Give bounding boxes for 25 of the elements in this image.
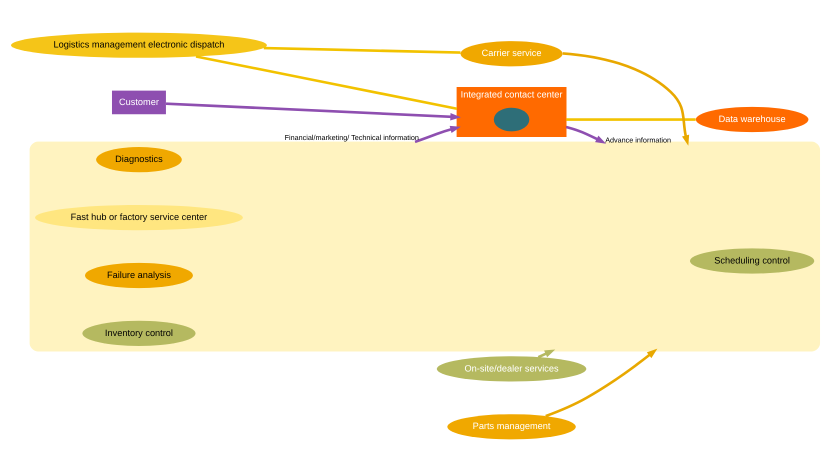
node-ellipse: Inventory control	[82, 320, 196, 346]
node-ellipse: Carrier service	[460, 40, 563, 66]
connector	[196, 54, 458, 110]
arrow	[545, 348, 658, 417]
arrow	[562, 52, 690, 146]
node-box: Customer	[112, 90, 166, 114]
node-ellipse: On-site/dealer services	[436, 356, 586, 382]
cluster	[30, 141, 820, 351]
arrow	[414, 125, 461, 143]
connector	[264, 46, 460, 54]
node-ellipse: Data warehouse	[696, 106, 808, 132]
connector	[566, 118, 696, 120]
edge-label: Advance information	[605, 134, 672, 144]
node-ellipse	[494, 107, 530, 131]
node-ellipse: Fast hub or factory service center	[35, 204, 243, 230]
cluster: Integrated contact center	[456, 86, 566, 136]
node-ellipse: Logistics management electronic dispatch	[11, 32, 267, 58]
node-ellipse: Scheduling control	[690, 248, 814, 274]
arrow	[566, 125, 606, 144]
node-ellipse: Failure analysis	[84, 262, 193, 288]
node-ellipse: Parts management	[447, 414, 576, 439]
edge-label: Financial/marketing/ Technical information	[284, 132, 419, 142]
node-ellipse: Diagnostics	[96, 146, 182, 172]
arrow	[166, 102, 461, 120]
arrow	[538, 349, 556, 358]
